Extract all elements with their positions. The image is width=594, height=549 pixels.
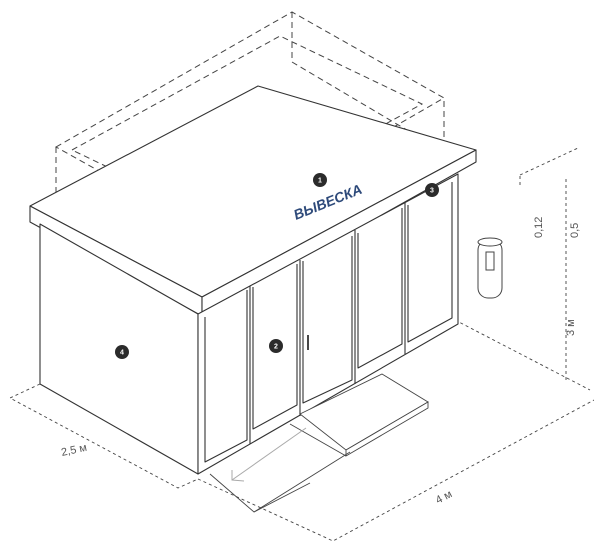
svg-text:2: 2 (274, 344, 278, 351)
svg-text:1: 1 (318, 178, 322, 185)
dimension-roof: 0,12 (533, 217, 545, 238)
svg-text:3: 3 (430, 188, 434, 195)
front-facade (197, 173, 459, 475)
dimension-height: 3 м (565, 319, 577, 336)
standing-ashtray (477, 237, 503, 299)
dimension-depth: 2,5 м (60, 442, 88, 459)
entrance-platform (209, 373, 429, 513)
markers: 1 2 3 4 (115, 173, 439, 359)
marker-3: 3 (425, 183, 439, 197)
ground-dimension-lines (8, 147, 594, 542)
svg-text:4: 4 (120, 350, 124, 357)
marker-2: 2 (269, 339, 283, 353)
dimension-sign: 0,5 (569, 223, 581, 238)
dimension-width: 4 м (434, 488, 454, 506)
marker-1: 1 (313, 173, 327, 187)
entry-arrow (231, 427, 307, 482)
dimension-labels: 2,5 м 4 м 3 м 0,12 0,5 (60, 217, 581, 507)
marker-4: 4 (115, 345, 129, 359)
